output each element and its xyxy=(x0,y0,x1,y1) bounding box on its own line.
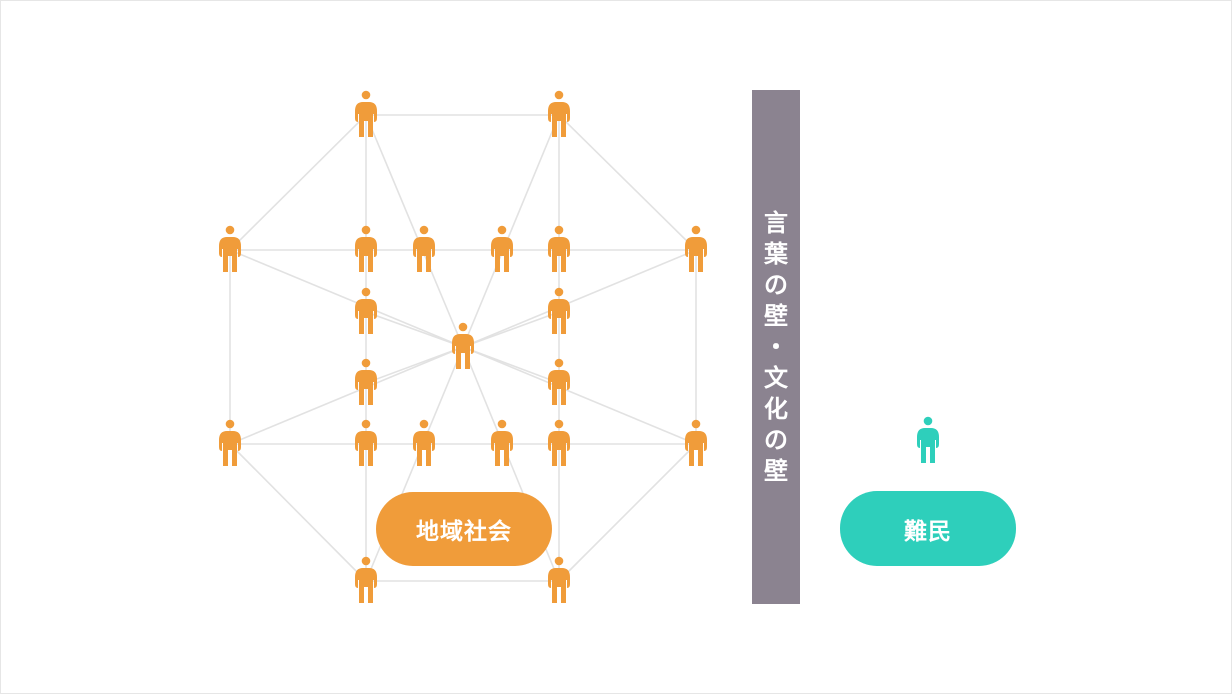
person-icon xyxy=(355,419,377,466)
wall-label-char: の xyxy=(764,425,788,454)
community-link xyxy=(462,114,560,348)
wall-label-char: 文 xyxy=(764,363,788,392)
community-link xyxy=(229,249,464,348)
community-link xyxy=(365,346,464,384)
community-link xyxy=(462,249,697,348)
person-icon xyxy=(548,358,570,405)
person-icon xyxy=(355,358,377,405)
person-icon xyxy=(548,419,570,466)
wall-label-char: 言 xyxy=(764,208,788,237)
person-icon xyxy=(685,419,707,466)
community-link xyxy=(462,346,560,384)
person-icon xyxy=(355,90,377,137)
person-icon xyxy=(548,287,570,334)
wall-label-char: 壁 xyxy=(764,301,788,330)
community-link xyxy=(558,443,697,582)
wall-label-char: 壁 xyxy=(764,456,788,485)
community-people xyxy=(219,90,707,603)
wall-label-char: ・ xyxy=(764,332,788,361)
wall-label-char: 葉 xyxy=(764,239,788,268)
person-icon xyxy=(355,225,377,272)
community-link xyxy=(365,114,464,348)
person-icon xyxy=(917,416,939,463)
community-label: 地域社会 xyxy=(376,492,552,566)
person-icon xyxy=(219,225,241,272)
wall-label-char: 化 xyxy=(764,394,788,423)
language-culture-wall: 言葉の壁・文化の壁 xyxy=(752,90,800,604)
person-icon xyxy=(491,225,513,272)
refugee-label: 難民 xyxy=(840,491,1016,566)
community-link xyxy=(229,443,367,582)
person-icon xyxy=(355,287,377,334)
person-icon xyxy=(548,225,570,272)
community-link xyxy=(462,311,560,348)
community-link xyxy=(462,346,697,445)
person-icon xyxy=(452,322,474,369)
person-icon xyxy=(413,419,435,466)
person-icon xyxy=(548,556,570,603)
person-icon xyxy=(219,419,241,466)
person-icon xyxy=(355,556,377,603)
wall-label-char: の xyxy=(764,270,788,299)
community-link xyxy=(229,114,367,251)
person-icon xyxy=(491,419,513,466)
person-icon xyxy=(548,90,570,137)
community-link xyxy=(365,311,464,348)
refugee-person xyxy=(917,416,939,463)
community-link xyxy=(229,346,464,445)
person-icon xyxy=(413,225,435,272)
person-icon xyxy=(685,225,707,272)
community-link xyxy=(558,114,697,251)
